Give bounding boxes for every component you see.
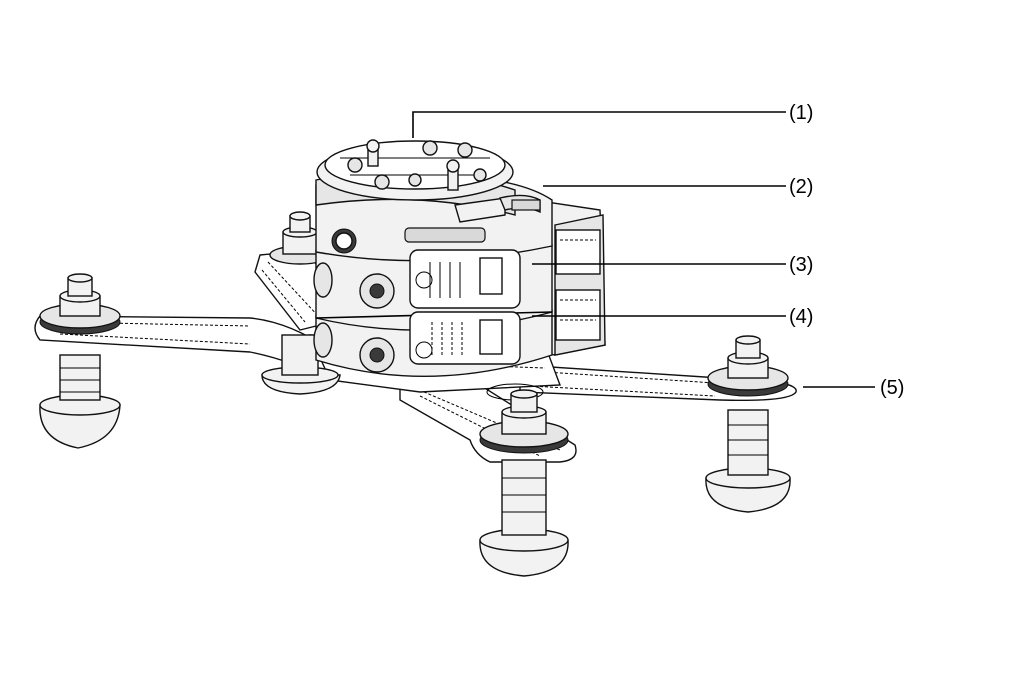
main-body	[313, 139, 606, 377]
leader-lines	[412, 111, 875, 388]
suction-cup-left	[39, 273, 121, 449]
callout-label-2: (2)	[789, 176, 813, 198]
suction-cup-back	[261, 211, 341, 395]
leader-line-1	[412, 111, 786, 138]
callout-label-4: (4)	[789, 306, 813, 328]
callout-labels: (1) (2) (3) (4) (5)	[789, 102, 904, 399]
suction-cup-front	[479, 389, 569, 577]
callout-label-3: (3)	[789, 254, 813, 276]
callout-label-1: (1)	[789, 102, 813, 124]
callout-label-5: (5)	[880, 377, 904, 399]
suction-cup-right	[705, 335, 791, 513]
